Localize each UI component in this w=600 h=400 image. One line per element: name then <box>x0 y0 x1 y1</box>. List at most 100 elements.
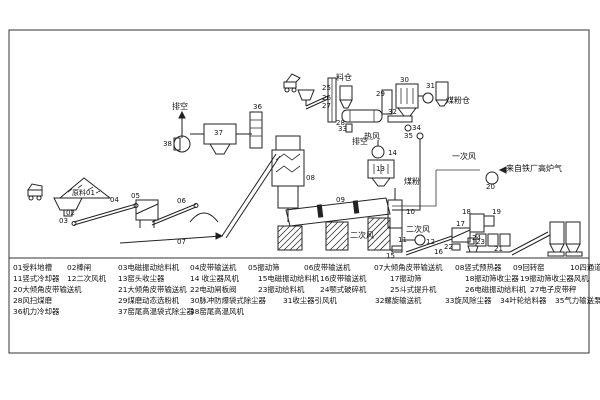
legend-item: 10四通道燃烧器 <box>570 263 600 272</box>
bucket-elevator-25: 25 <box>322 77 337 123</box>
legend-item: 11竖式冷却器 <box>13 274 60 283</box>
legend-item: 30脉冲防爆袋式除尘器 <box>190 296 267 305</box>
exhaust-stack-left: 排空 <box>172 101 188 138</box>
bag-dust-collector-30: 30 <box>395 76 419 117</box>
legend-item: 09回转窑 <box>513 263 545 272</box>
legend-item: 17振动筛 <box>390 274 422 283</box>
label-21: 21 <box>494 245 503 253</box>
label-22: 22 <box>444 243 453 251</box>
legend-item: 20大倾角皮带输送机 <box>13 285 82 294</box>
legend-item: 32螺旋输送机 <box>375 296 422 305</box>
label-33: 33 <box>338 125 347 133</box>
belt-conveyor-06: 06 <box>151 197 199 226</box>
kiln-pier-middle <box>325 221 349 251</box>
label-28: 28 <box>336 119 345 127</box>
label-13: 13 <box>376 165 385 173</box>
label-hot-air: 热风 <box>364 131 380 141</box>
label-17: 17 <box>456 220 465 228</box>
silo-trucks <box>547 251 583 257</box>
label-10: 10 <box>406 208 415 216</box>
legend-item: 27电子皮带秤 <box>530 285 577 294</box>
vibrating-screen-17: 17 <box>451 220 471 243</box>
legend-item: 26电磁振动给料机 <box>465 285 527 294</box>
label-18: 18 <box>462 208 471 216</box>
label-03: 03 <box>59 217 68 225</box>
screw-conveyor-32: 32 <box>387 108 413 123</box>
legend-item: 35气力输送泵 <box>555 296 600 305</box>
fan-14: 14 <box>371 140 397 159</box>
legend-item: 07大倾角皮带输送机 <box>374 263 443 272</box>
label-08: 08 <box>306 174 315 182</box>
legend-item: 22电动闸板阀 <box>190 285 236 294</box>
gate-valve-22: 22 <box>444 243 461 251</box>
label-15: 15 <box>386 252 395 260</box>
legend-item: 37窑尾高温袋式除尘器 <box>118 307 195 316</box>
kiln-head-collector-13: 13 <box>367 159 395 187</box>
coal-powder-bin <box>435 81 449 107</box>
label-coal-bin: 煤粉仓 <box>446 95 470 105</box>
label-primary-air: 一次风 <box>452 151 476 161</box>
label-30: 30 <box>400 76 409 84</box>
label-36: 36 <box>253 103 262 111</box>
inclined-belt-conveyor-07: 07 <box>119 153 281 246</box>
legend-item: 13窑头收尘器 <box>118 274 165 283</box>
dynamic-separator-29: 29 <box>376 89 393 115</box>
belt-conveyor-04: 04 <box>71 196 139 226</box>
label-26: 26 <box>322 94 331 102</box>
induced-fan-31: 31 <box>418 82 435 104</box>
label-raw-material: 原料01 <box>72 188 95 197</box>
label-32: 32 <box>388 108 397 116</box>
rotary-kiln-09: 09 <box>285 196 391 227</box>
legend-item: 02棒闸 <box>67 263 91 272</box>
coal-belt <box>305 95 329 110</box>
feed-bin: 26 27 <box>322 85 353 110</box>
coal-mill-28: 28 <box>336 109 383 127</box>
vibrating-feeder-15: 15 <box>386 245 403 260</box>
legend-item: 16皮带输送机 <box>320 274 367 283</box>
label-14: 14 <box>388 149 397 157</box>
label-exhaust-right: 排空 <box>352 136 368 146</box>
legend-item: 06皮带输送机 <box>304 263 351 272</box>
legend-item: 31收尘器引风机 <box>283 296 337 305</box>
coal-feed-truck <box>283 73 301 93</box>
label-35: 35 <box>404 132 413 140</box>
blast-gas-arrow <box>498 166 507 174</box>
label-secondary-air-right: 二次风 <box>406 224 430 234</box>
cyclone-33: 33 <box>338 123 353 133</box>
blast-gas-fan-20: 20 <box>485 171 499 191</box>
label-secondary-air-left: 二次风 <box>350 230 374 240</box>
legend-item: 33旋风除尘器 <box>445 296 492 305</box>
legend-item: 08竖式预热器 <box>455 263 502 272</box>
label-23: 23 <box>476 238 485 246</box>
legend-item: 34叶轮给料器 <box>500 296 547 305</box>
label-19: 19 <box>492 208 501 216</box>
label-coal-powder: 煤粉 <box>404 176 420 186</box>
label-20: 20 <box>486 183 495 191</box>
legend-item: 19振动筛收尘器风机 <box>520 274 589 283</box>
label-37: 37 <box>214 129 223 137</box>
label-25: 25 <box>322 84 331 92</box>
jaw-crusher-24: 24 <box>467 234 481 253</box>
legend-item: 36机力冷却器 <box>13 307 60 316</box>
coal-hopper <box>297 89 315 106</box>
receiving-hopper-01: 02 03 <box>53 197 83 225</box>
coal-powder-line: 煤粉 <box>404 139 421 211</box>
legend-item: 25斗式提升机 <box>390 285 437 294</box>
label-07: 07 <box>177 238 186 246</box>
vibrating-screen-05: 05 <box>131 192 159 228</box>
legend-item: 14 收尘器风机 <box>190 274 239 283</box>
legend-item: 38窑尾高温风机 <box>190 307 244 316</box>
fines-stockpile <box>189 212 219 223</box>
pneumatic-pump-35: 35 <box>404 132 424 140</box>
label-29: 29 <box>376 90 385 98</box>
legend-item: 21大倾角皮带输送机 <box>118 285 187 294</box>
legend-item: 05振动筛 <box>248 263 280 272</box>
label-feed-bin: 料仓 <box>336 72 352 82</box>
vertical-cooler-11: 11 <box>389 227 407 251</box>
label-02: 02 <box>66 209 75 217</box>
legend-item: 01受料地槽 <box>13 263 53 272</box>
label-16: 16 <box>434 248 443 256</box>
dump-truck-icon <box>27 183 43 201</box>
machine-cooler-36: 36 <box>249 103 263 149</box>
